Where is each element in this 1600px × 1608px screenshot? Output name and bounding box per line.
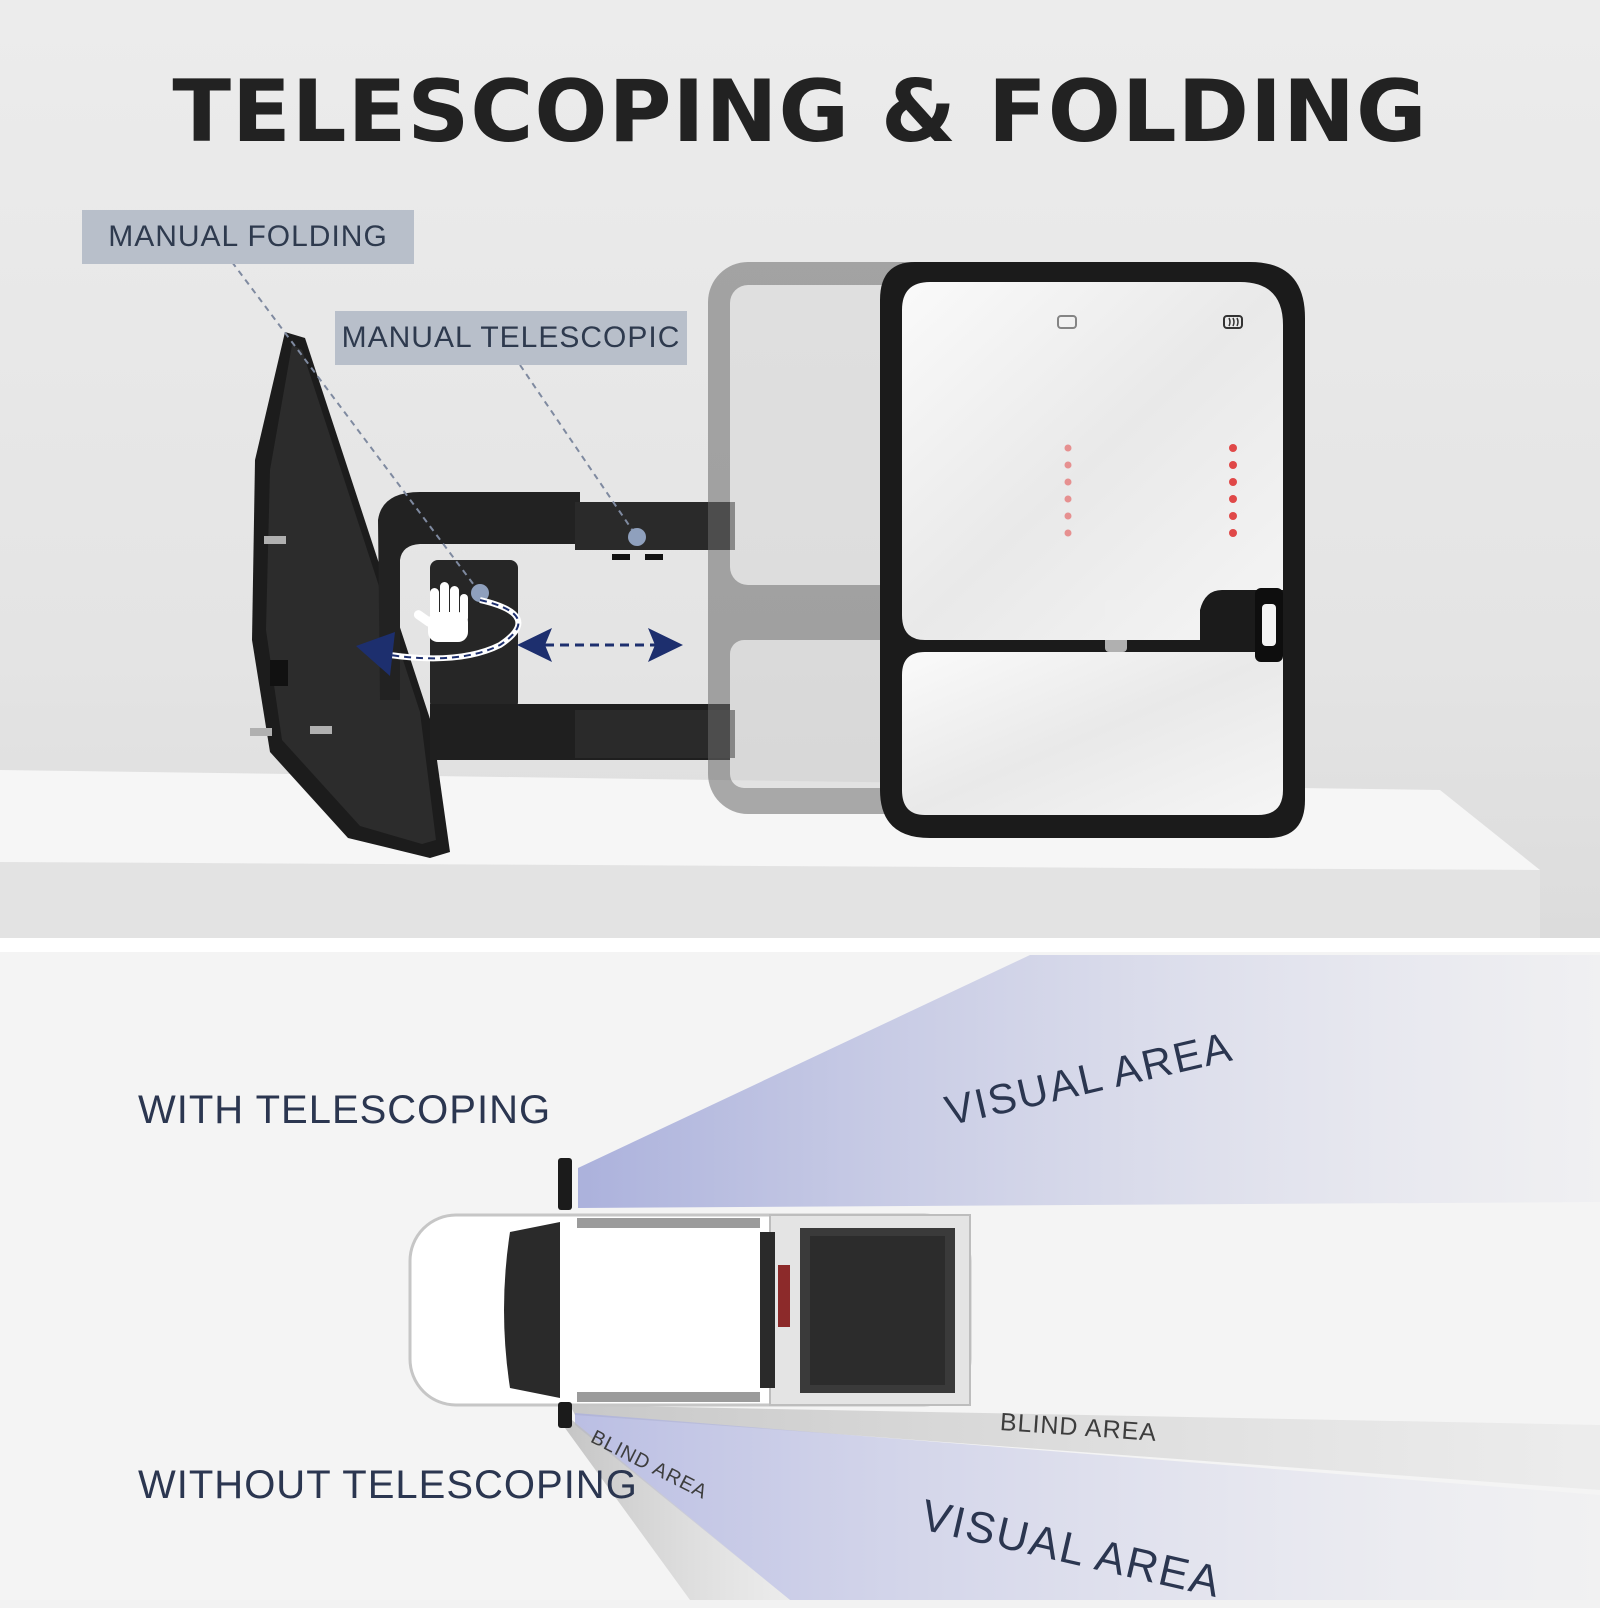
mirror-mount-plate <box>250 332 450 858</box>
blind-area-beam-left <box>565 1420 790 1600</box>
with-telescoping-label: WITH TELESCOPING <box>138 1088 552 1132</box>
defrost-icon <box>1057 315 1243 329</box>
visual-area-beam-bottom <box>575 1413 1600 1600</box>
callout-manual-folding: MANUAL FOLDING <box>82 210 414 264</box>
visual-area-beam-top <box>578 955 1600 1208</box>
callout-leader-lines <box>231 261 646 602</box>
telescope-arrow-icon <box>517 628 683 662</box>
truck-top-view <box>408 1158 972 1428</box>
page-title: TELESCOPING & FOLDING <box>172 62 1428 162</box>
turn-signal-leds <box>1064 444 1237 537</box>
blind-area-beam-right <box>570 1405 1600 1490</box>
callout-manual-telescopic: MANUAL TELESCOPIC <box>335 311 687 365</box>
mirror-head <box>880 262 1305 838</box>
without-telescoping-label: WITHOUT TELESCOPING <box>138 1463 638 1507</box>
fold-arrow-icon <box>356 597 522 676</box>
hand-icon <box>413 582 468 642</box>
panel-divider <box>0 938 1600 952</box>
